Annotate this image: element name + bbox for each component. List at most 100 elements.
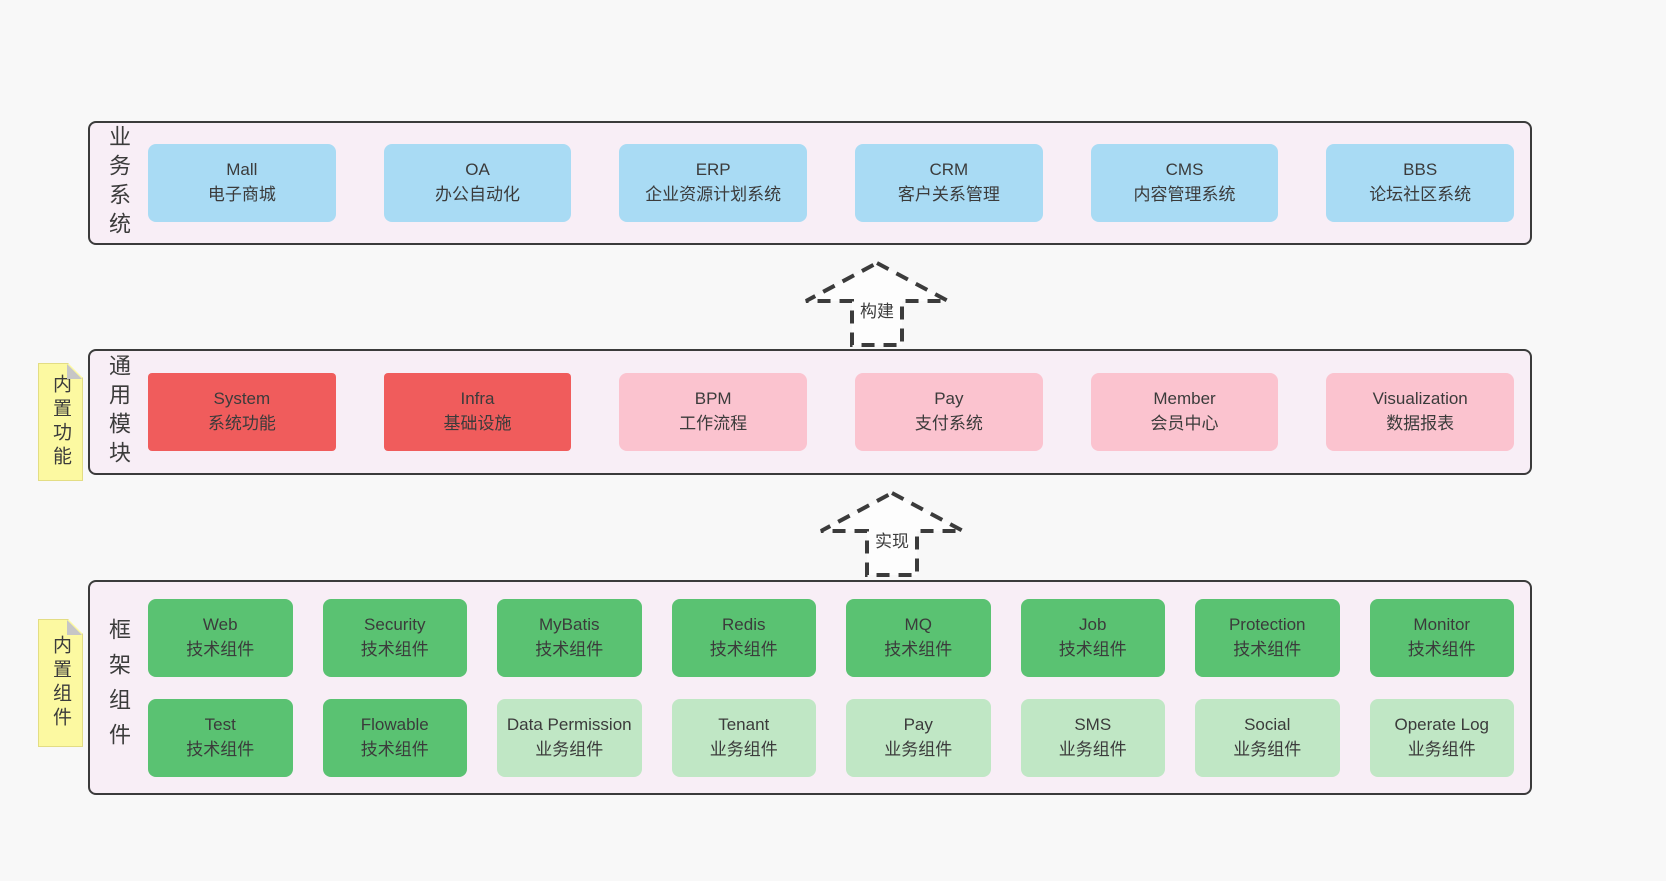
box-mall: Mall 电子商城: [148, 144, 336, 222]
arrow-label-build: 构建: [857, 297, 897, 322]
folded-corner-icon: [67, 620, 82, 635]
box-system: System 系统功能: [148, 373, 336, 451]
box-subtitle: 论坛社区系统: [1369, 185, 1472, 204]
box-title: Infra: [460, 389, 495, 409]
box-title: Security: [364, 614, 426, 634]
layer-label-common-modules: 通用模块: [90, 351, 146, 473]
box-subtitle: 业务组件: [1058, 739, 1127, 759]
up-arrow-implement: 实现: [818, 489, 966, 579]
framework-components-grid: Web 技术组件 Security 技术组件 MyBatis 技术组件 Redi…: [146, 582, 1530, 793]
box-mq: MQ 技术组件: [846, 598, 991, 677]
box-subtitle: 数据报表: [1386, 414, 1455, 433]
box-title: CRM: [929, 160, 969, 180]
layer-label-text: 通用模块: [106, 354, 131, 470]
box-title: Pay: [934, 389, 964, 409]
box-job: Job 技术组件: [1020, 598, 1165, 677]
box-member: Member 会员中心: [1090, 373, 1279, 451]
layer-label-business-systems: 业务系统: [90, 123, 146, 243]
box-bpm: BPM 工作流程: [619, 373, 808, 451]
box-title: Mall: [226, 160, 258, 180]
box-title: SMS: [1074, 714, 1112, 734]
box-title: Data Permission: [506, 714, 632, 734]
business-systems-row: Mall 电子商城 OA 办公自动化 ERP 企业资源计划系统 CRM 客户关系…: [146, 123, 1530, 243]
box-subtitle: 业务组件: [535, 739, 604, 759]
layer-label-text: 业务系统: [106, 125, 131, 241]
box-monitor: Monitor 技术组件: [1369, 598, 1514, 677]
box-title: Flowable: [360, 714, 429, 734]
box-subtitle: 系统功能: [207, 414, 276, 433]
box-flowable: Flowable 技术组件: [322, 698, 467, 777]
box-subtitle: 技术组件: [360, 739, 429, 759]
box-subtitle: 业务组件: [884, 739, 953, 759]
box-subtitle: 工作流程: [679, 414, 748, 433]
layer-common-modules: 通用模块 System 系统功能 Infra 基础设施 BPM 工作流程 Pay…: [88, 349, 1532, 475]
sticky-note-text: 内置组件: [50, 635, 71, 731]
box-title: MQ: [904, 614, 932, 634]
box-title: Monitor: [1413, 614, 1471, 634]
box-operate-log: Operate Log 业务组件: [1369, 698, 1514, 777]
box-erp: ERP 企业资源计划系统: [619, 144, 808, 222]
box-subtitle: 会员中心: [1150, 414, 1219, 433]
box-protection: Protection 技术组件: [1195, 598, 1340, 677]
box-subtitle: 技术组件: [884, 639, 953, 659]
box-cms: CMS 内容管理系统: [1090, 144, 1279, 222]
box-subtitle: 技术组件: [360, 639, 429, 659]
box-subtitle: 业务组件: [1407, 739, 1476, 759]
box-pay-module: Pay 支付系统: [855, 373, 1043, 451]
box-title: OA: [465, 160, 490, 180]
box-oa: OA 办公自动化: [383, 144, 572, 222]
box-redis: Redis 技术组件: [671, 598, 816, 677]
box-title: Social: [1244, 714, 1291, 734]
box-subtitle: 业务组件: [709, 739, 778, 759]
box-tenant: Tenant 业务组件: [671, 698, 816, 777]
box-title: Operate Log: [1394, 714, 1489, 734]
box-title: Tenant: [718, 714, 770, 734]
box-visualization: Visualization 数据报表: [1326, 373, 1515, 451]
box-title: BBS: [1403, 160, 1438, 180]
box-subtitle: 电子商城: [207, 185, 276, 204]
box-subtitle: 办公自动化: [435, 185, 520, 204]
sticky-note-text: 内置功能: [50, 374, 71, 470]
box-subtitle: 技术组件: [1407, 639, 1476, 659]
box-subtitle: 基础设施: [443, 414, 512, 433]
box-title: Redis: [722, 614, 766, 634]
box-subtitle: 业务组件: [1233, 739, 1302, 759]
box-security: Security 技术组件: [322, 598, 467, 677]
up-arrow-build: 构建: [803, 259, 951, 349]
box-subtitle: 技术组件: [709, 639, 778, 659]
box-data-permission: Data Permission 业务组件: [497, 698, 642, 777]
box-title: Pay: [903, 714, 933, 734]
box-title: Job: [1079, 614, 1107, 634]
box-subtitle: 客户关系管理: [897, 185, 1000, 204]
box-title: Member: [1153, 389, 1216, 409]
box-title: System: [213, 389, 271, 409]
box-title: Web: [202, 614, 238, 634]
arrow-label-implement: 实现: [872, 527, 912, 552]
box-mybatis: MyBatis 技术组件: [497, 598, 642, 677]
box-crm: CRM 客户关系管理: [855, 144, 1043, 222]
box-subtitle: 支付系统: [914, 414, 983, 433]
box-web: Web 技术组件: [148, 598, 293, 677]
layer-business-systems: 业务系统 Mall 电子商城 OA 办公自动化 ERP 企业资源计划系统 CRM…: [88, 121, 1532, 245]
box-subtitle: 技术组件: [1058, 639, 1127, 659]
box-title: Protection: [1228, 614, 1306, 634]
box-pay-component: Pay 业务组件: [846, 698, 991, 777]
folded-corner-icon: [67, 364, 82, 379]
box-subtitle: 技术组件: [535, 639, 604, 659]
box-subtitle: 企业资源计划系统: [645, 185, 782, 204]
box-title: MyBatis: [539, 614, 600, 634]
box-subtitle: 技术组件: [186, 739, 255, 759]
box-subtitle: 内容管理系统: [1133, 185, 1236, 204]
common-modules-row: System 系统功能 Infra 基础设施 BPM 工作流程 Pay 支付系统…: [146, 351, 1530, 473]
layer-label-framework-components: 框架组件: [90, 582, 146, 793]
box-title: ERP: [695, 160, 731, 180]
box-title: Test: [204, 714, 236, 734]
box-test: Test 技术组件: [148, 698, 293, 777]
box-subtitle: 技术组件: [1233, 639, 1302, 659]
layer-framework-components: 框架组件 Web 技术组件 Security 技术组件 MyBatis 技术组件…: [88, 580, 1532, 795]
box-title: CMS: [1165, 160, 1204, 180]
box-subtitle: 技术组件: [186, 639, 255, 659]
box-infra: Infra 基础设施: [383, 373, 572, 451]
box-bbs: BBS 论坛社区系统: [1326, 144, 1515, 222]
box-title: Visualization: [1372, 389, 1468, 409]
